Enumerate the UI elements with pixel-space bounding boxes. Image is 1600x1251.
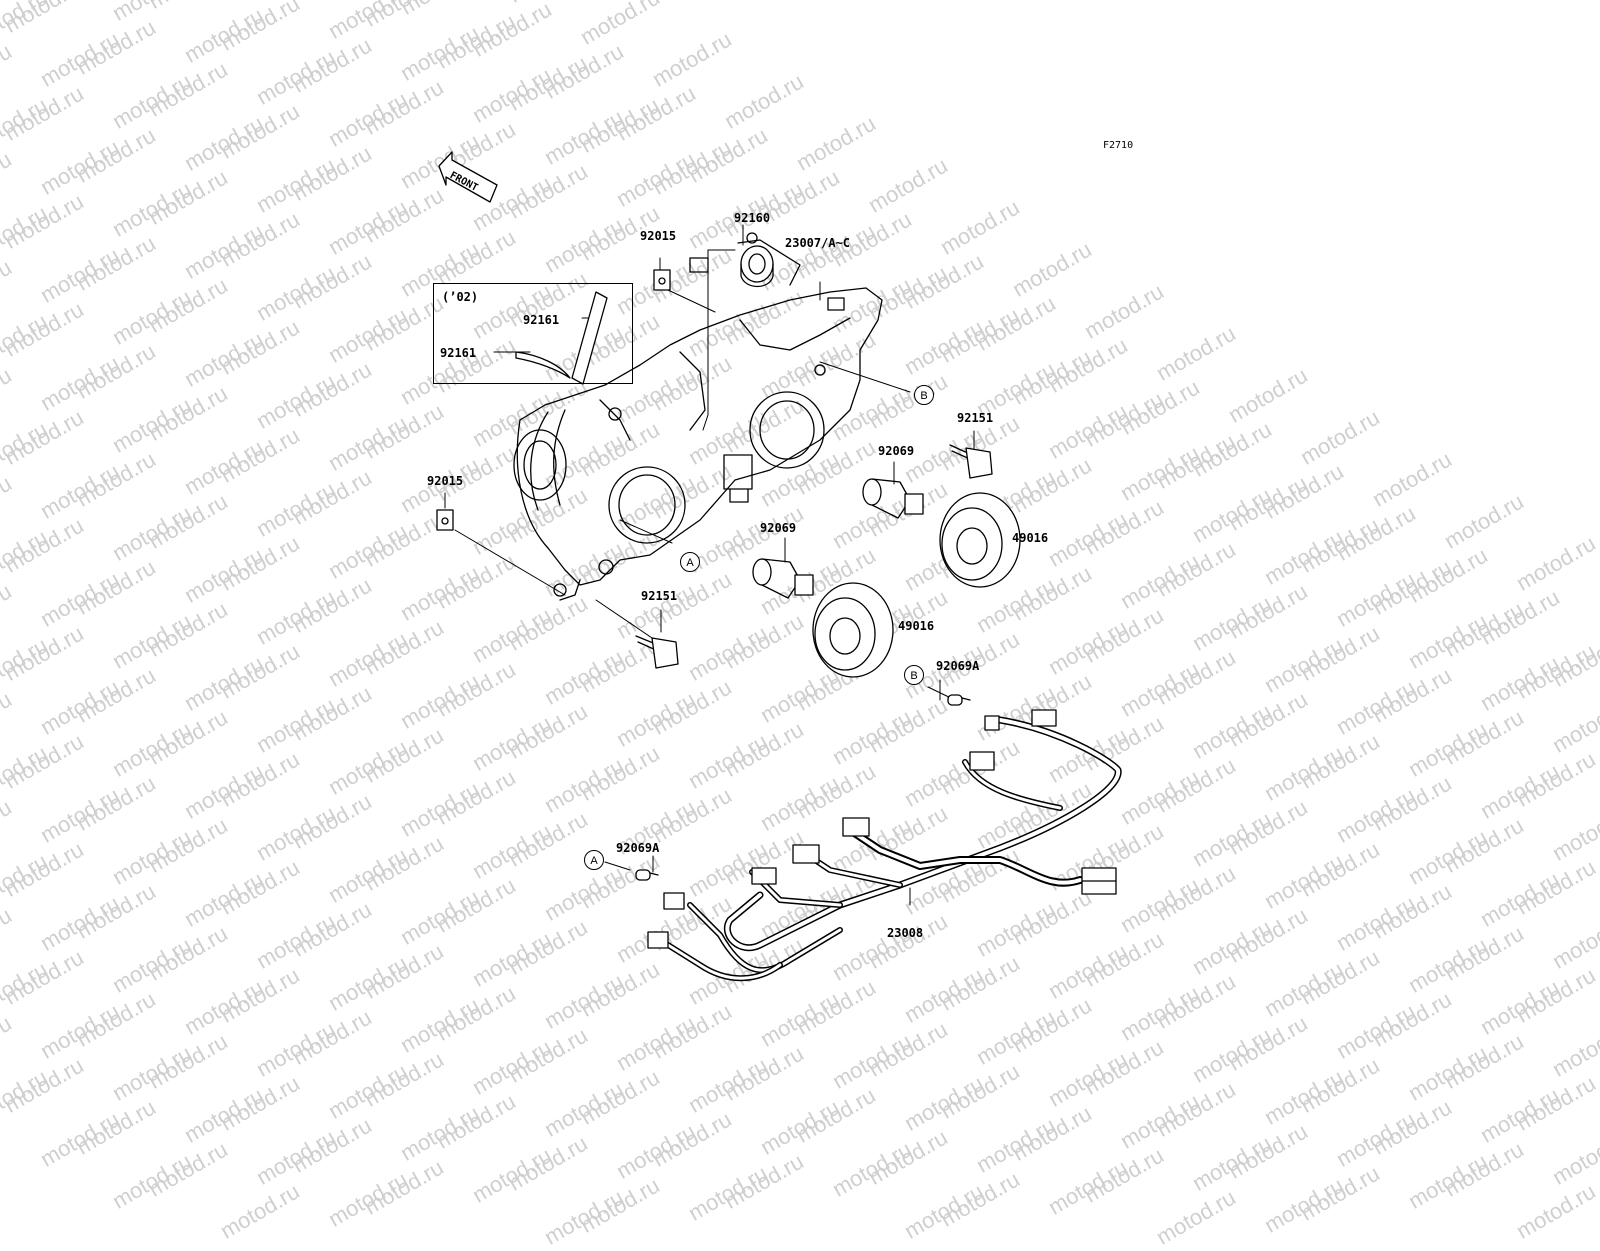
bolt-92151-right	[949, 444, 993, 479]
inset-note: (’02)	[442, 290, 479, 304]
part-label-23008: 23008	[887, 926, 924, 940]
cap-49016-right	[939, 492, 1021, 588]
bulb-92069A-right	[947, 694, 971, 706]
figure-code: F2710	[1103, 140, 1134, 151]
bulb-92069-mid	[752, 558, 814, 599]
bulb-92069-right	[862, 478, 924, 519]
part-label-92069A-left: 92069A	[616, 841, 660, 855]
headlight-housing	[513, 232, 883, 601]
clip-nut-92015-top	[653, 269, 671, 291]
part-label-92069-mid: 92069	[760, 521, 797, 535]
part-label-92069-right: 92069	[878, 444, 915, 458]
part-label-92069A-right: 92069A	[936, 659, 980, 673]
cap-49016-mid	[812, 582, 894, 678]
front-arrow-icon	[438, 151, 498, 203]
wire-harness-23008	[647, 709, 1122, 982]
part-label-23007: 23007/A~C	[785, 236, 851, 250]
part-label-92151-right: 92151	[957, 411, 994, 425]
inset-box: (’02)	[433, 283, 633, 384]
part-label-92161-b: 92161	[440, 346, 477, 360]
part-label-92160: 92160	[734, 211, 771, 225]
clip-nut-92015-left	[436, 509, 454, 531]
part-label-92015-top: 92015	[640, 229, 677, 243]
part-label-49016-mid: 49016	[898, 619, 935, 633]
strip-92161	[515, 291, 608, 385]
callout-a-lower: A	[584, 850, 604, 870]
bulb-92069A-left	[635, 869, 659, 881]
diagram-drawing	[436, 151, 1122, 982]
grommet-92160	[740, 245, 774, 288]
callout-b-lower: B	[904, 665, 924, 685]
bolt-92151-left	[635, 635, 679, 669]
part-label-92151-left: 92151	[641, 589, 678, 603]
callout-a-upper: A	[680, 552, 700, 572]
callout-b-upper: B	[914, 385, 934, 405]
part-label-92161-a: 92161	[523, 313, 560, 327]
part-label-92015-left: 92015	[427, 474, 464, 488]
part-label-49016-right: 49016	[1012, 531, 1049, 545]
